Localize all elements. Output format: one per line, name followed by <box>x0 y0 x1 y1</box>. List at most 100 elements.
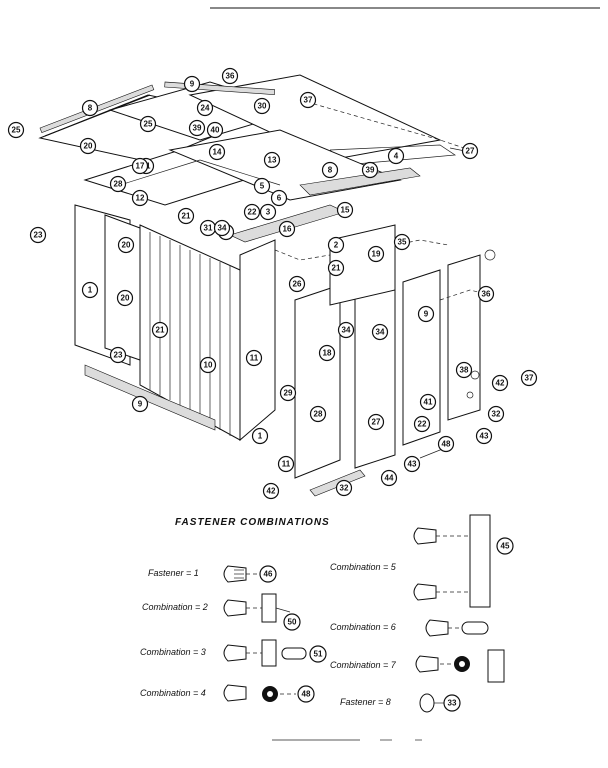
callout-number: 19 <box>372 250 381 259</box>
callout-number: 18 <box>323 349 332 358</box>
callout-number: 42 <box>267 487 276 496</box>
part-callout-21: 21 <box>327 259 345 277</box>
part-callout-31: 31 <box>199 219 217 237</box>
callout-number: 9 <box>190 80 195 89</box>
callout-number: 22 <box>248 208 257 217</box>
part-callout-20: 20 <box>117 236 135 254</box>
callout-circle <box>117 236 135 254</box>
callout-circle <box>455 361 473 379</box>
callout-number: 20 <box>121 294 130 303</box>
callout-circle <box>520 369 538 387</box>
fastener-screw-icon <box>223 599 247 617</box>
callout-number: 29 <box>284 389 293 398</box>
callout-number: 23 <box>34 231 43 240</box>
fastener-screw-icon <box>223 644 247 662</box>
callout-circle <box>367 413 385 431</box>
callout-circle <box>243 203 261 221</box>
callout-number: 36 <box>482 290 491 299</box>
callout-circle <box>477 285 495 303</box>
callout-bubble: 45 <box>496 537 514 555</box>
callout-circle <box>109 346 127 364</box>
upper-panel <box>329 224 396 306</box>
spacer-sleeve-icon <box>461 621 489 635</box>
fastener-screw-icon <box>413 527 437 545</box>
callout-circle <box>367 245 385 263</box>
part-callout-25: 25 <box>139 115 157 133</box>
callout-number: 2 <box>334 241 339 250</box>
fastener-row-1: Fastener = 1 <box>148 565 260 583</box>
callout-circle <box>327 259 345 277</box>
part-callout-13: 13 <box>263 151 281 169</box>
callout-circle <box>139 115 157 133</box>
callout-bubble: 51 <box>309 645 327 663</box>
part-callout-16: 16 <box>278 220 296 238</box>
callout-number: 21 <box>332 264 341 273</box>
part-callout-18: 18 <box>318 344 336 362</box>
part-callout-12: 12 <box>131 189 149 207</box>
callout-circle <box>403 455 421 473</box>
callout-number: 25 <box>12 126 21 135</box>
callout-number: 6 <box>277 194 282 203</box>
callout-circle <box>279 384 297 402</box>
callout-circle <box>321 161 339 179</box>
callout-circle <box>131 157 149 175</box>
callout-number: 12 <box>136 194 145 203</box>
callout-number: 9 <box>424 310 429 319</box>
callout-circle <box>277 455 295 473</box>
callout-number: 41 <box>424 398 433 407</box>
callout-number: 44 <box>385 474 394 483</box>
part-callout-19: 19 <box>367 245 385 263</box>
part-callout-30: 30 <box>253 97 271 115</box>
part-callout-23: 23 <box>109 346 127 364</box>
part-callout-15: 15 <box>336 201 354 219</box>
part-callout-21: 21 <box>151 321 169 339</box>
callout-circle <box>183 75 201 93</box>
callout-circle <box>361 161 379 179</box>
callout-number: 34 <box>376 328 385 337</box>
callout-circle <box>309 405 327 423</box>
part-callout-25: 25 <box>7 121 25 139</box>
part-callout-37: 37 <box>520 369 538 387</box>
callout-number: 3 <box>266 208 271 217</box>
fastener-callouts: 46 50 51 48 45 33 <box>259 537 514 712</box>
callout-circle <box>81 281 99 299</box>
callout-number: 39 <box>366 166 375 175</box>
part-callout-41: 41 <box>419 393 437 411</box>
floor-rail-front <box>84 364 216 431</box>
callout-circle <box>475 427 493 445</box>
callout-number: 27 <box>466 147 475 156</box>
side-panel-a <box>294 284 341 479</box>
spacer-sleeve-icon <box>281 647 307 660</box>
callout-circle <box>213 219 231 237</box>
part-callout-43: 43 <box>475 427 493 445</box>
callout-circle <box>253 97 271 115</box>
part-callout-42: 42 <box>262 482 280 500</box>
callout-circle <box>116 289 134 307</box>
fastener-row-label: Combination = 6 <box>330 622 396 632</box>
callout-number: 25 <box>144 120 153 129</box>
part-callout-32: 32 <box>487 405 505 423</box>
callout-number: 32 <box>492 410 501 419</box>
callout-circle <box>288 275 306 293</box>
callout-circle <box>109 175 127 193</box>
callout-number: 16 <box>283 225 292 234</box>
part-callouts: 3698242530372520394042721141317281258396… <box>7 67 538 500</box>
part-callout-22: 22 <box>243 203 261 221</box>
callout-number: 28 <box>314 410 323 419</box>
bracket-plate-icon <box>261 593 277 623</box>
fastener-screw-icon <box>413 583 437 601</box>
callout-number: 10 <box>204 361 213 370</box>
callout-circle <box>387 147 405 165</box>
fastener-row-8: Fastener = 8 <box>340 693 445 713</box>
part-callout-5: 5 <box>253 177 271 195</box>
callout-circle <box>29 226 47 244</box>
svg-text:33: 33 <box>448 699 457 708</box>
callout-number: 40 <box>211 126 220 135</box>
part-callout-39: 39 <box>361 161 379 179</box>
callout-circle <box>491 374 509 392</box>
callout-number: 8 <box>328 166 333 175</box>
callout-circle <box>417 305 435 323</box>
fastener-row-2: Combination = 2 <box>142 593 291 623</box>
part-callout-6: 6 <box>270 189 288 207</box>
fastener-row-3: Combination = 3 <box>140 639 307 667</box>
